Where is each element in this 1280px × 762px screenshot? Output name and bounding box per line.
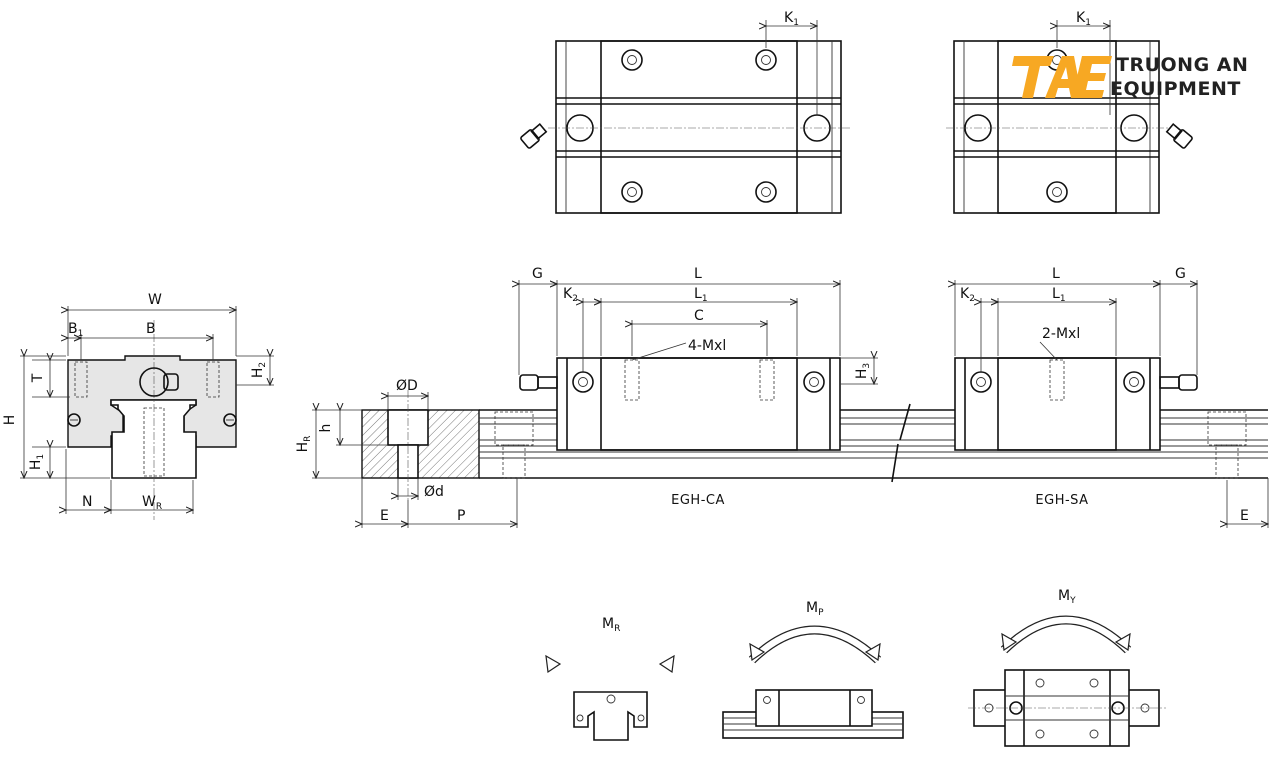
svg-text:G: G [532,266,543,282]
svg-text:W: W [148,292,162,308]
svg-text:E: E [1240,508,1249,524]
svg-text:K2: K2 [563,286,578,304]
svg-text:h: h [318,424,334,433]
side-view-ca: G L K2 L1 C 4-Mxl H3 EGH-CA [519,266,878,508]
moment-mr: MR [545,616,675,741]
svg-text:H1: H1 [28,454,46,470]
top-view-ca: K1 [520,10,850,214]
svg-text:L1: L1 [694,286,708,304]
svg-text:K1: K1 [1076,10,1091,28]
svg-text:K1: K1 [784,10,799,28]
model-label-sa: EGH-SA [1035,493,1088,508]
svg-text:ØD: ØD [396,378,418,394]
side-view-sa: L G K2 L1 2-Mxl EGH-SA [955,266,1197,508]
svg-text:4-Mxl: 4-Mxl [688,338,726,354]
svg-text:L: L [1052,266,1060,282]
svg-text:H2: H2 [250,362,268,378]
svg-text:MR: MR [602,616,620,634]
svg-text:H: H [2,415,18,426]
model-label-ca: EGH-CA [671,493,725,508]
svg-text:H3: H3 [854,363,872,379]
logo-line1: TRUONG AN [1116,54,1248,76]
svg-text:2-Mxl: 2-Mxl [1042,326,1080,342]
svg-text:T: T [30,373,46,383]
svg-text:E: E [380,508,389,524]
svg-text:N: N [82,494,92,510]
svg-text:B1: B1 [68,321,83,339]
logo-line2: EQUIPMENT [1110,78,1241,100]
svg-text:MY: MY [1058,588,1076,606]
svg-text:L1: L1 [1052,286,1066,304]
svg-text:L: L [694,266,702,282]
svg-text:G: G [1175,266,1186,282]
svg-text:K2: K2 [960,286,975,304]
end-view: W B B1 H T H1 H2 N WR [2,292,274,520]
svg-text:MP: MP [806,600,824,618]
top-view-sa: K1 [946,10,1193,214]
svg-text:HR: HR [295,436,313,453]
moment-mp: MP [722,600,904,739]
svg-text:B: B [146,321,156,337]
svg-text:P: P [457,508,465,524]
svg-text:C: C [694,308,704,324]
moment-my: MY [968,588,1166,747]
svg-text:WR: WR [142,494,162,512]
company-logo: TRUONG AN EQUIPMENT [1012,54,1248,100]
svg-text:Ød: Ød [424,484,444,500]
